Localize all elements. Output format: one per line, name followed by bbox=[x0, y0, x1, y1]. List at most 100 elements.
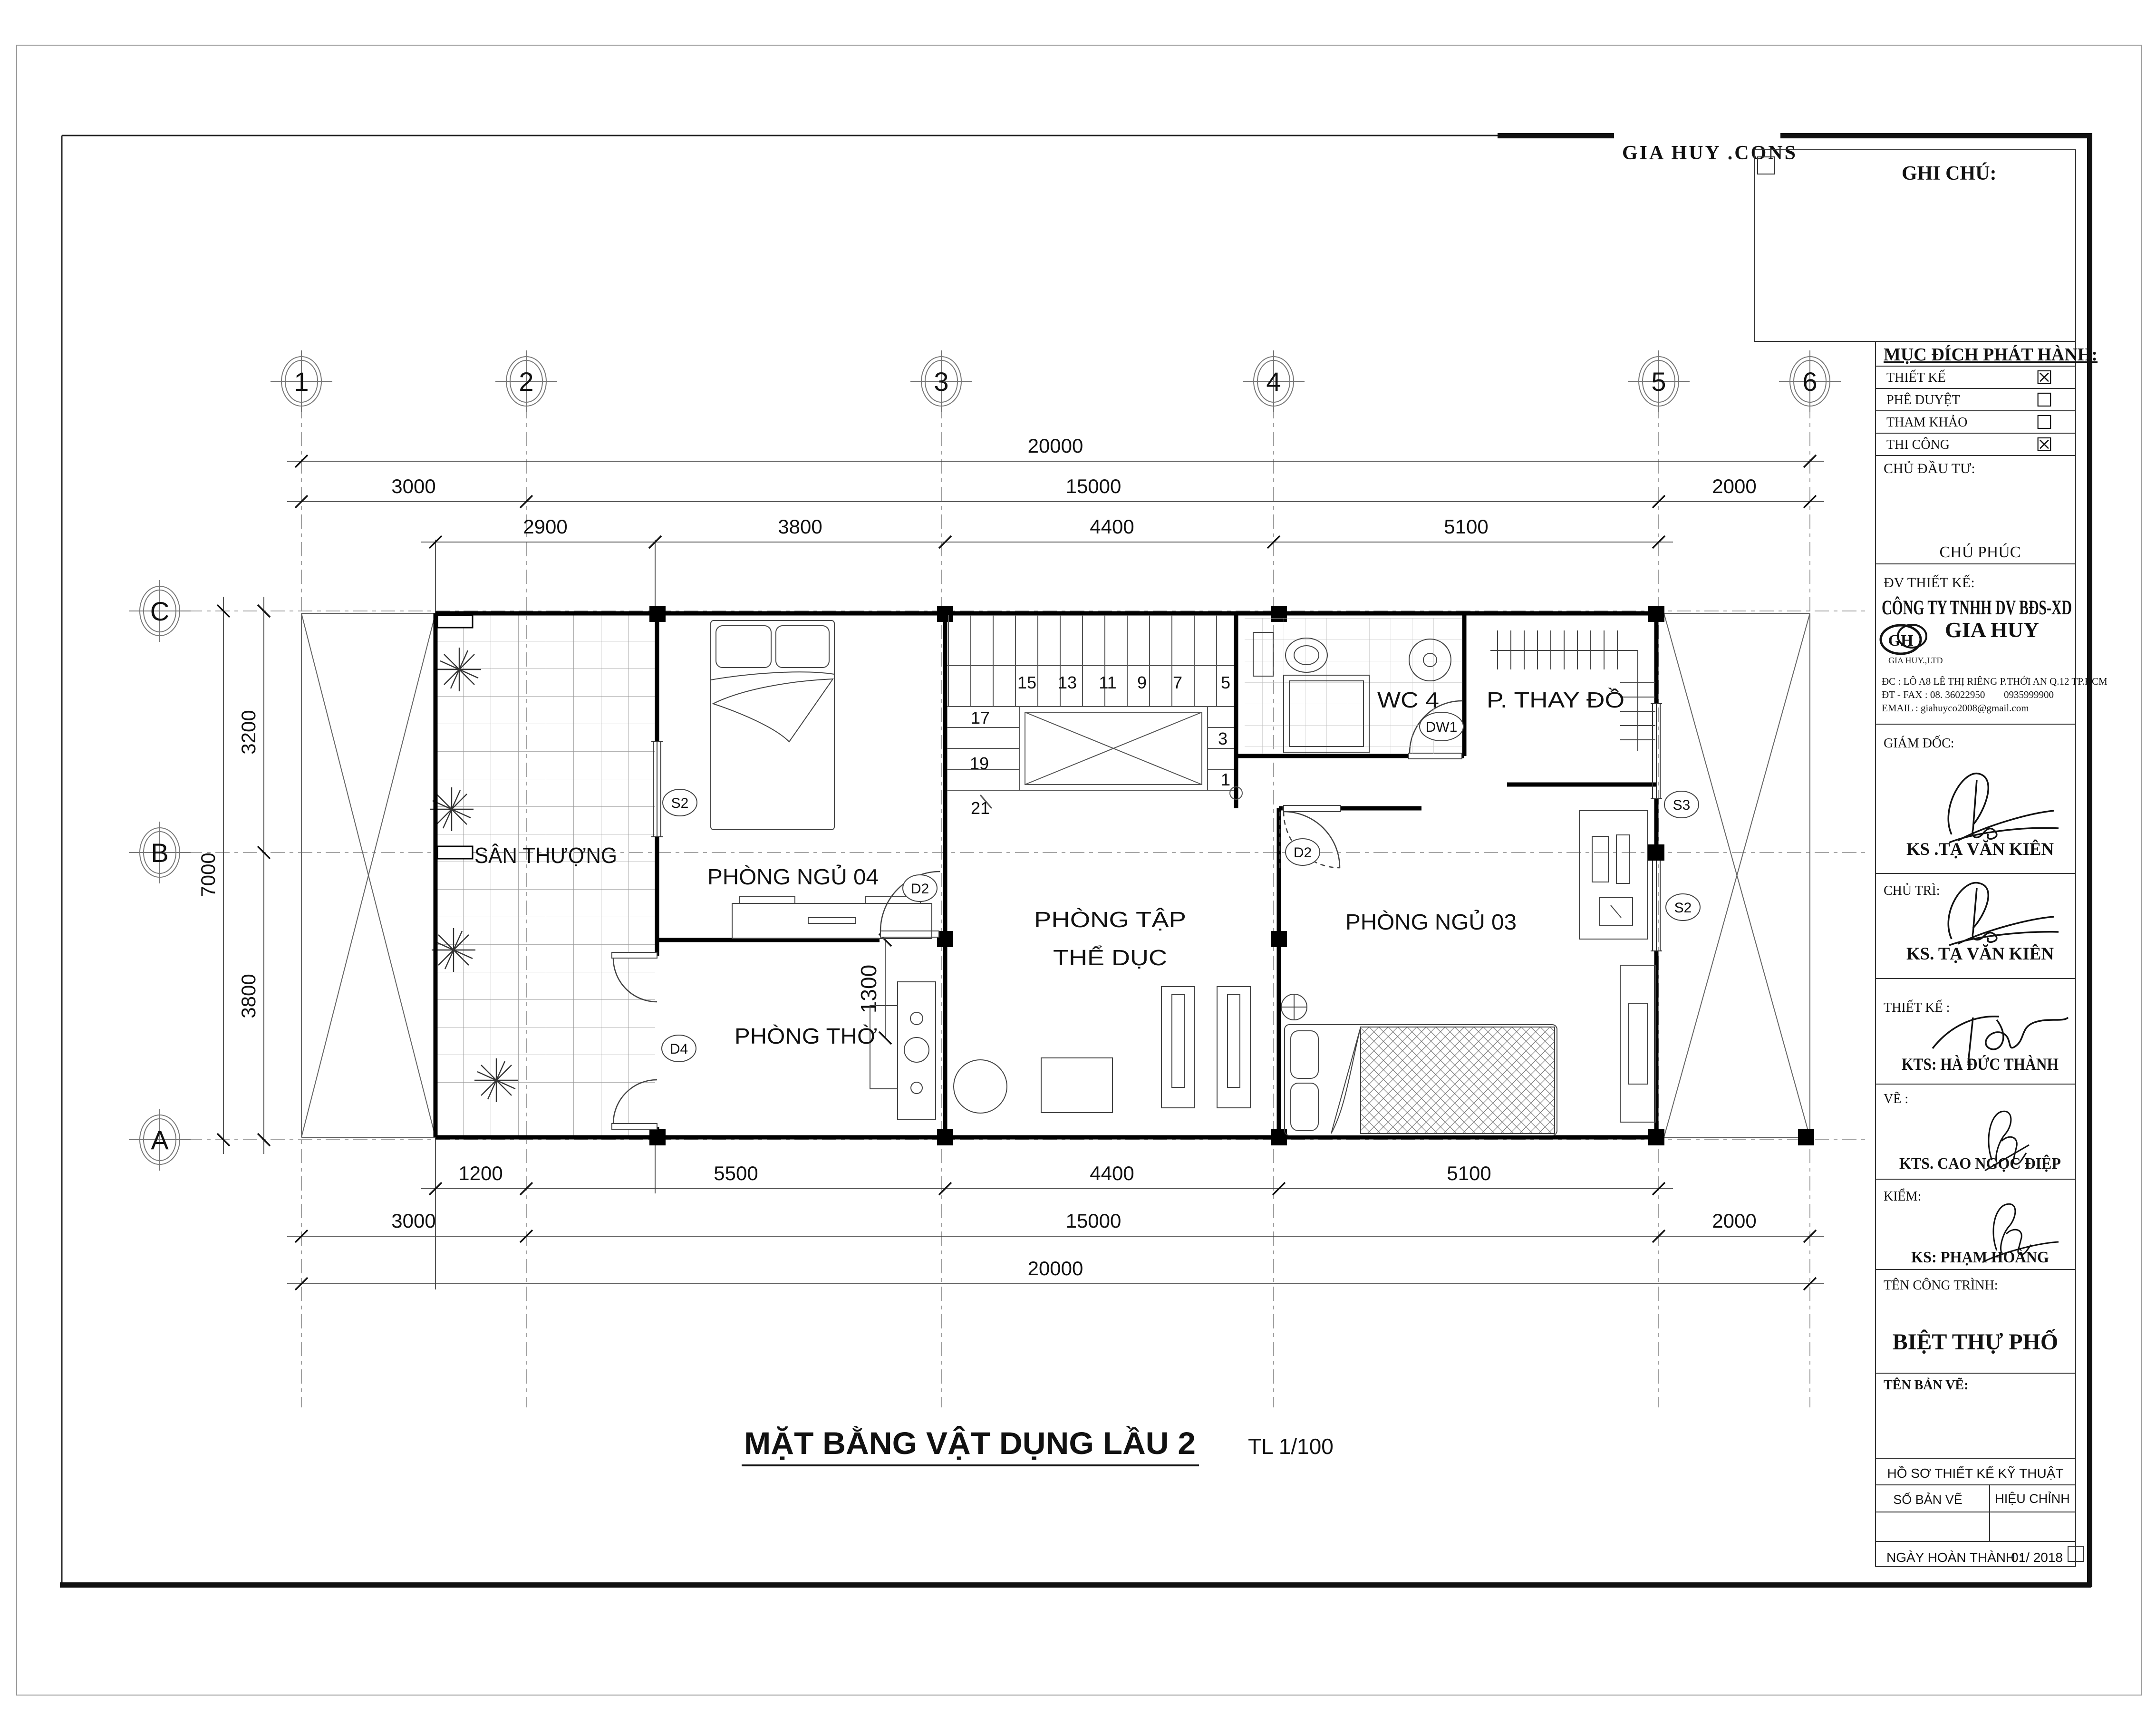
room-labels: SÂN THƯỢNG PHÒNG NGỦ 04 PHÒNG THỜ PHÒNG … bbox=[474, 688, 1624, 1048]
dimensions: 20000 3000 15000 2000 2900 3800 4400 510… bbox=[197, 435, 1824, 1291]
svg-text:11: 11 bbox=[1099, 673, 1116, 692]
signature bbox=[1947, 882, 2059, 946]
role-name: KTS. CAO NGỌC ĐIỆP bbox=[1899, 1154, 2061, 1173]
svg-text:4400: 4400 bbox=[1090, 1162, 1134, 1184]
company-phone: ĐT - FAX : 08. 36022950 bbox=[1882, 689, 1985, 700]
svg-text:5100: 5100 bbox=[1444, 515, 1488, 538]
svg-text:20000: 20000 bbox=[1028, 435, 1083, 457]
svg-text:2: 2 bbox=[519, 367, 533, 397]
role-name: KTS: HÀ ĐỨC THÀNH bbox=[1902, 1055, 2059, 1074]
svg-text:9: 9 bbox=[1137, 673, 1147, 692]
svg-text:2000: 2000 bbox=[1712, 1210, 1756, 1232]
svg-text:1200: 1200 bbox=[458, 1162, 503, 1184]
company-logo bbox=[1879, 624, 1927, 655]
role-label: THIẾT KẾ : bbox=[1884, 1000, 1950, 1015]
svg-text:3800: 3800 bbox=[778, 515, 822, 538]
purpose-item-label: THAM KHẢO bbox=[1886, 415, 1967, 430]
room-label-bedroom3: PHÒNG NGỦ 03 bbox=[1345, 910, 1517, 934]
role-label: KIỂM: bbox=[1884, 1189, 1921, 1204]
tag-d2-bed4: D2 bbox=[911, 881, 929, 897]
svg-text:3: 3 bbox=[934, 367, 948, 397]
signature bbox=[1932, 1016, 2069, 1063]
grid-labels: 1 2 3 4 5 6 C B A bbox=[150, 367, 1818, 1155]
svg-text:15000: 15000 bbox=[1066, 475, 1122, 497]
purpose-item-label: THIẾT KẾ bbox=[1886, 370, 1946, 385]
purpose-item-checkbox[interactable]: ☐ bbox=[2036, 412, 2053, 433]
sheet-borders bbox=[16, 45, 2142, 1696]
company-logo-letters: GH bbox=[1888, 632, 1914, 649]
company-phone2: 0935999900 bbox=[2004, 689, 2054, 700]
signature bbox=[1947, 772, 2059, 843]
svg-text:C: C bbox=[150, 596, 169, 626]
svg-text:7000: 7000 bbox=[197, 853, 219, 897]
design-unit-label: ĐV THIẾT KẾ: bbox=[1884, 574, 1975, 591]
company-email: EMAIL : giahuyco2008@gmail.com bbox=[1882, 702, 2029, 714]
tag-d4: D4 bbox=[670, 1041, 688, 1057]
role-name: KS .TẠ VĂN KIÊN bbox=[1906, 839, 2054, 859]
furniture bbox=[710, 618, 1656, 1136]
tag-d2-bed3: D2 bbox=[1294, 845, 1312, 861]
svg-text:3800: 3800 bbox=[237, 974, 260, 1018]
notes-box bbox=[1754, 149, 2076, 342]
plan-scale: TL 1/100 bbox=[1248, 1434, 1334, 1459]
svg-text:3000: 3000 bbox=[391, 475, 435, 497]
door-window-tags: S2 D2 D4 DW1 D2 S3 S2 bbox=[661, 712, 1701, 1062]
svg-text:15000: 15000 bbox=[1066, 1210, 1122, 1232]
doors bbox=[611, 700, 1462, 1130]
sheet-no-label: SỐ BẢN VẼ bbox=[1893, 1492, 1963, 1507]
role-label: GIÁM ĐỐC: bbox=[1884, 736, 1954, 751]
title-block: GHI CHÚ: MỤC ĐÍCH PHÁT HÀNH: THIẾT KẾ ☒ … bbox=[1754, 149, 2108, 1567]
svg-text:4400: 4400 bbox=[1090, 515, 1134, 538]
role-label: CHỦ TRÌ: bbox=[1884, 883, 1940, 898]
role-label: VẼ : bbox=[1884, 1092, 1908, 1106]
svg-text:MẶT BẰNG VẬT DỤNG LẦU 2: MẶT BẰNG VẬT DỤNG LẦU 2 bbox=[744, 1425, 1196, 1461]
svg-text:5500: 5500 bbox=[714, 1162, 758, 1184]
stair-numbers: 15 13 11 9 7 5 17 19 21 3 1 bbox=[970, 673, 1230, 818]
brand-header: GIA HUY .CONS bbox=[1622, 142, 1798, 164]
purpose-item-checkbox[interactable]: ☒ bbox=[2036, 434, 2053, 455]
svg-text:5100: 5100 bbox=[1447, 1162, 1491, 1184]
svg-text:4: 4 bbox=[1266, 367, 1281, 397]
svg-text:2000: 2000 bbox=[1712, 475, 1756, 497]
signature bbox=[1982, 1203, 2059, 1263]
dim-texts: 20000 3000 15000 2000 2900 3800 4400 510… bbox=[197, 435, 1757, 1279]
svg-text:5: 5 bbox=[1651, 367, 1666, 397]
investor-name: CHÚ PHÚC bbox=[1940, 543, 2021, 561]
revision-label: HIỆU CHỈNH bbox=[1995, 1491, 2070, 1506]
svg-text:20000: 20000 bbox=[1028, 1257, 1083, 1279]
company-name-line1: CÔNG TY TNHH DV BĐS-XD bbox=[1882, 596, 2072, 619]
svg-text:3200: 3200 bbox=[237, 710, 260, 754]
purpose-item-label: PHÊ DUYỆT bbox=[1886, 393, 1960, 407]
svg-text:6: 6 bbox=[1802, 367, 1817, 397]
adjacent-lot-braces bbox=[301, 613, 1810, 1138]
svg-text:19: 19 bbox=[970, 754, 989, 773]
date-value: 01/ 2018 bbox=[2011, 1550, 2063, 1565]
room-label-prayer: PHÒNG THỜ bbox=[735, 1024, 877, 1048]
purpose-item-label: THI CÔNG bbox=[1886, 437, 1950, 452]
tag-s3: S3 bbox=[1673, 797, 1691, 813]
svg-text:B: B bbox=[151, 838, 168, 868]
svg-text:A: A bbox=[151, 1125, 169, 1155]
company-sub: GIA HUY.,LTD bbox=[1888, 656, 1943, 665]
wall-stubs bbox=[436, 614, 474, 860]
room-label-gym-line1: PHÒNG TẬP bbox=[1034, 907, 1186, 932]
svg-text:5: 5 bbox=[1221, 673, 1230, 692]
notes-label: GHI CHÚ: bbox=[1902, 162, 1997, 184]
purpose-item-checkbox[interactable]: ☒ bbox=[2036, 367, 2053, 388]
purpose-title: MỤC ĐÍCH PHÁT HÀNH: bbox=[1884, 345, 2098, 365]
windows bbox=[651, 703, 1662, 951]
project-name: BIỆT THỰ PHỐ bbox=[1893, 1328, 2059, 1355]
svg-text:15: 15 bbox=[1017, 673, 1036, 692]
svg-text:1: 1 bbox=[1221, 770, 1230, 789]
svg-text:7: 7 bbox=[1173, 673, 1182, 692]
tag-s2-terrace: S2 bbox=[671, 795, 689, 811]
purpose-item-checkbox[interactable]: ☐ bbox=[2036, 389, 2053, 411]
svg-text:21: 21 bbox=[971, 798, 990, 818]
role-name: KS. TẠ VĂN KIÊN bbox=[1906, 944, 2054, 964]
signature bbox=[1984, 1110, 2030, 1172]
company-address: ĐC : LÔ A8 LÊ THỊ RIÊNG P.THỚI AN Q.12 T… bbox=[1882, 676, 2108, 687]
company-name-line2: GIA HUY bbox=[1945, 618, 2039, 642]
svg-text:1: 1 bbox=[294, 367, 309, 397]
